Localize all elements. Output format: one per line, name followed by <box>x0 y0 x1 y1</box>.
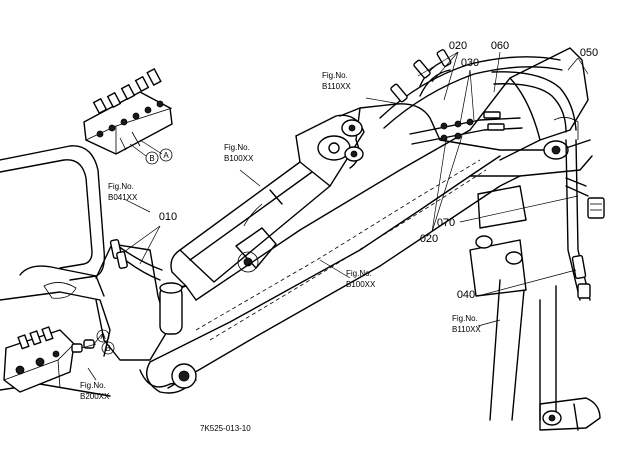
fig-ref-b200: Fig.No. B200XX <box>80 381 110 401</box>
boom-cylinder <box>170 114 365 287</box>
connector-b-lower: B <box>101 341 115 355</box>
fig-ref-b110-top-number: B110XX <box>322 82 351 91</box>
callout-020-top: 020 <box>449 40 467 52</box>
connector-a-upper: A <box>159 148 173 162</box>
fig-ref-b110-right-number: B110XX <box>452 325 481 334</box>
control-valve-upper <box>83 67 173 157</box>
callout-060: 060 <box>491 40 509 52</box>
callout-030: 030 <box>461 57 479 69</box>
fig-ref-b110-right-title: Fig.No. <box>452 314 478 323</box>
fig-ref-b041: Fig.No. B041XX <box>108 182 138 202</box>
fig-ref-b100-upper-title: Fig.No. <box>224 143 250 152</box>
fig-ref-b100-lower: Fig.No. B100XX <box>346 269 376 289</box>
connector-a-upper-label: A <box>163 151 169 160</box>
hose-040 <box>553 117 591 301</box>
fig-ref-b100-upper-number: B100XX <box>224 154 254 163</box>
fig-ref-b100-lower-title: Fig.No. <box>346 269 372 278</box>
callout-010: 010 <box>159 211 177 223</box>
fig-ref-b041-title: Fig.No. <box>108 182 134 191</box>
fig-ref-b110-right: Fig.No. B110XX <box>452 314 481 334</box>
callout-050: 050 <box>580 47 598 59</box>
connector-a-lower: A <box>96 329 110 343</box>
clamp-070 <box>565 177 605 219</box>
connector-b-upper: B <box>145 151 159 165</box>
hose-bundle-upper <box>379 49 577 145</box>
fig-ref-b110-top-title: Fig.No. <box>322 71 348 80</box>
fig-ref-b200-title: Fig.No. <box>80 381 106 390</box>
callout-020-bottom: 020 <box>420 233 438 245</box>
connector-b-lower-label: B <box>105 344 110 353</box>
callout-040: 040 <box>457 289 475 301</box>
fig-ref-b110-top: Fig.No. B110XX <box>322 71 351 91</box>
boom <box>146 103 521 394</box>
connector-b-upper-label: B <box>149 154 154 163</box>
fig-ref-b100-upper: Fig.No. B100XX <box>224 143 254 163</box>
leader-lines <box>87 51 589 381</box>
arm-lower <box>539 397 601 431</box>
drawing-number: 7K525-013-10 <box>200 424 251 433</box>
fig-ref-b200-number: B200XX <box>80 392 110 401</box>
callout-070: 070 <box>437 217 455 229</box>
fig-ref-b100-lower-number: B100XX <box>346 280 376 289</box>
connector-a-lower-label: A <box>100 332 106 341</box>
fig-ref-b041-number: B041XX <box>108 193 138 202</box>
hose-010 <box>109 239 163 281</box>
control-valve-lower <box>3 326 103 393</box>
